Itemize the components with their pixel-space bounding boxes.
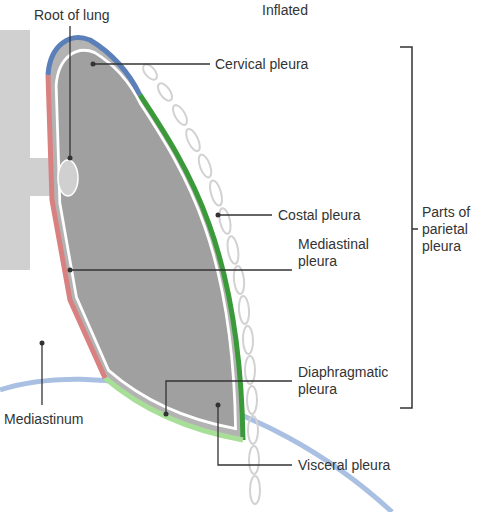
mediastinal-pleura-line <box>48 75 105 378</box>
cervical-pleura-line <box>48 38 140 95</box>
diaphragmatic-pleura-line <box>105 378 243 440</box>
pleural-cavity <box>48 38 243 440</box>
bracket <box>400 47 412 408</box>
bracket-tick <box>412 228 418 230</box>
leader-dots <box>40 62 221 417</box>
part-label: Mediastinum <box>4 411 83 428</box>
part-label: Parts of parietal pleura <box>422 204 496 255</box>
part-label: Root of lung <box>34 7 110 24</box>
trachea <box>0 30 30 270</box>
part-label: Mediastinal pleura <box>298 236 398 270</box>
leader-lines <box>42 26 292 465</box>
part-label: Diaphragmatic pleura <box>298 364 398 398</box>
costal-pleura-line <box>140 95 243 440</box>
part-label: Costal pleura <box>278 207 361 224</box>
part-label: Inflated <box>262 2 308 19</box>
part-label: Cervical pleura <box>215 56 308 73</box>
part-label: Visceral pleura <box>298 457 390 474</box>
lung-root <box>58 160 78 196</box>
